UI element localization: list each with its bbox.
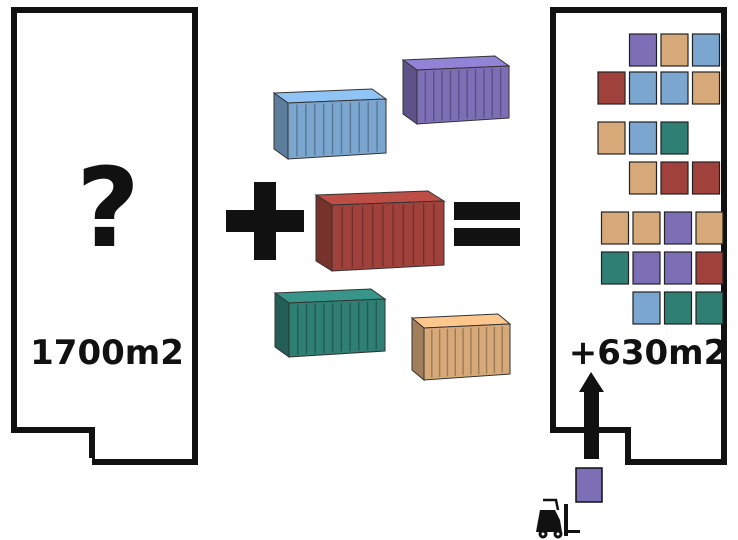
stored-container-blue xyxy=(630,72,657,104)
stored-container-tan xyxy=(598,122,625,154)
stored-container-red xyxy=(693,162,720,194)
stored-container-tan xyxy=(693,72,720,104)
stored-container-teal xyxy=(602,252,629,284)
container-tan xyxy=(412,314,510,380)
stored-container-blue xyxy=(630,122,657,154)
stored-container-red xyxy=(661,162,688,194)
stored-container-blue xyxy=(661,72,688,104)
container-purple xyxy=(403,56,509,124)
right-room-area-label: +630m2 xyxy=(569,333,728,373)
stored-container-teal xyxy=(661,122,688,154)
container-blue xyxy=(274,89,386,159)
stored-container-tan xyxy=(630,162,657,194)
left-room-area-label: 1700m2 xyxy=(30,333,184,373)
left-room-question-mark: ? xyxy=(76,144,140,272)
stored-container-tan xyxy=(696,212,723,244)
stored-container-grid xyxy=(598,34,723,324)
up-arrow-icon xyxy=(579,372,604,459)
stored-container-red xyxy=(598,72,625,104)
stored-container-purple xyxy=(665,212,692,244)
stored-container-teal xyxy=(665,292,692,324)
container-red xyxy=(316,191,444,271)
carried-container xyxy=(576,468,602,502)
stored-container-tan xyxy=(661,34,688,66)
forklift-icon xyxy=(536,500,580,538)
stored-container-tan xyxy=(602,212,629,244)
stored-container-teal xyxy=(696,292,723,324)
stored-container-tan xyxy=(633,212,660,244)
plus-sign xyxy=(226,182,304,260)
stored-container-purple xyxy=(630,34,657,66)
stored-container-blue xyxy=(693,34,720,66)
stored-container-red xyxy=(696,252,723,284)
equals-sign xyxy=(454,202,520,246)
stored-container-purple xyxy=(633,252,660,284)
stored-container-blue xyxy=(633,292,660,324)
stored-container-purple xyxy=(665,252,692,284)
container-teal xyxy=(275,289,385,357)
